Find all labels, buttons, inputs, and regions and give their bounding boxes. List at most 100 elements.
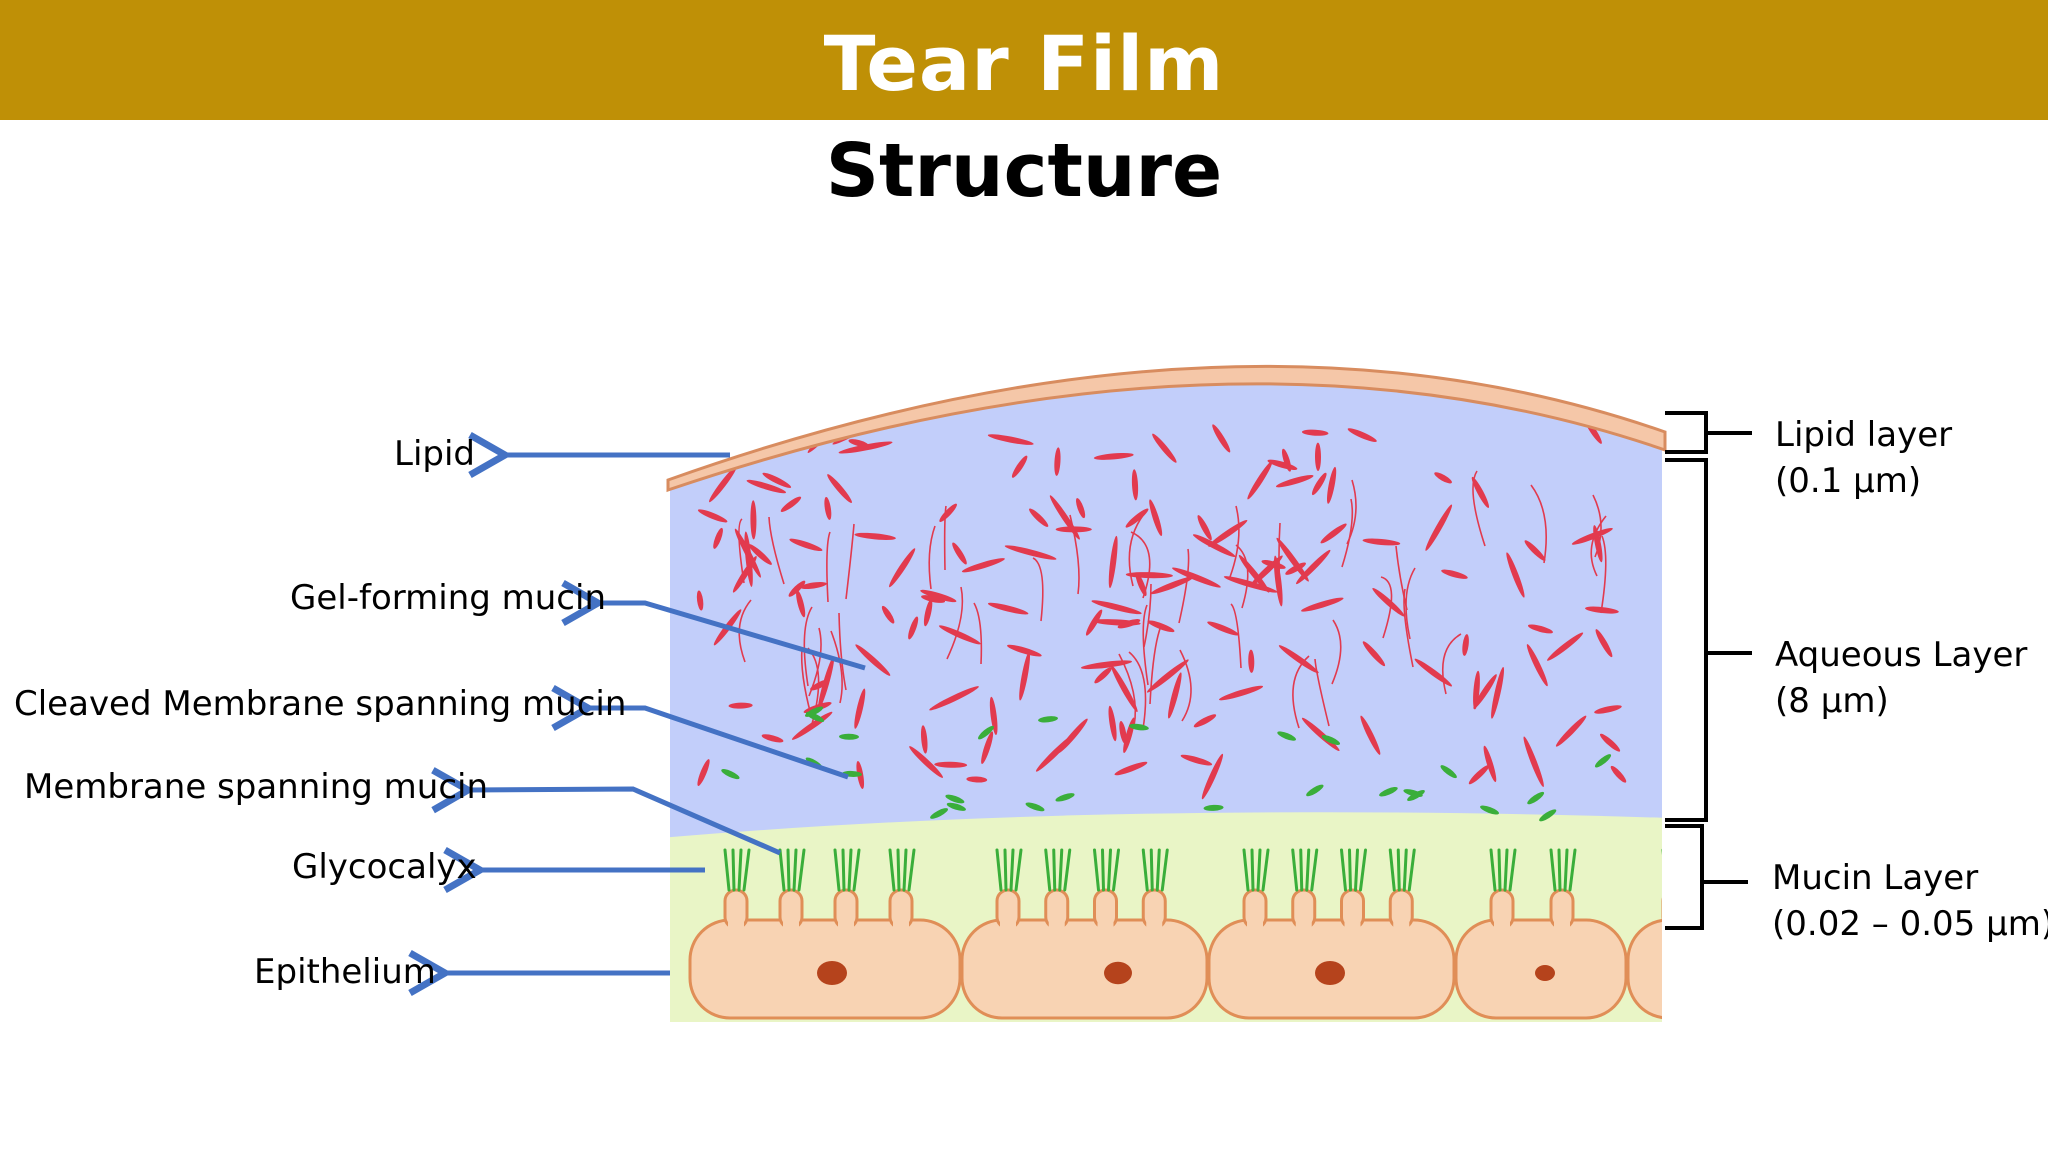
lipid-layer-thickness: (0.1 µm) (1775, 461, 1922, 501)
gel-mucin-fragment (800, 582, 827, 590)
epithelium-cells (688, 848, 1679, 1020)
glycocalyx-strand (902, 848, 908, 892)
gel-mucin-fragment (1273, 555, 1283, 607)
cleaved-mucin-fragment (1277, 731, 1297, 741)
gel-mucin-strand (1179, 649, 1192, 722)
gel-mucin-fragment (1301, 597, 1344, 612)
gel-mucin-fragment (1076, 498, 1086, 519)
gel-mucin-fragment (1135, 572, 1147, 597)
epithelial-cell (960, 918, 1209, 1020)
glycocalyx-strand (1044, 848, 1052, 892)
microvillus-joint (1295, 915, 1312, 931)
gel-mucin-strand (1403, 588, 1414, 668)
glycocalyx-strand (1155, 848, 1161, 892)
cell-nucleus (1535, 965, 1555, 981)
gel-mucin-fragment (713, 527, 723, 549)
microvillus-joint (1146, 915, 1163, 931)
gel-mucin-fragment (952, 542, 967, 565)
gel-mucin-fragment (1595, 629, 1613, 658)
label-cleaved-membrane-spanning-mucin: Cleaved Membrane spanning mucin (14, 684, 627, 724)
gel-mucin-strand (1590, 515, 1607, 577)
microvillus-joint (728, 915, 744, 931)
aqueous-layer-label: Aqueous Layer (8 µm) (1775, 632, 2027, 724)
gel-mucin-fragment (1523, 736, 1544, 787)
gel-mucin-fragment (1168, 672, 1182, 719)
aqueous-layer-name: Aqueous Layer (1775, 635, 2028, 675)
gel-mucin-fragment (1193, 714, 1217, 728)
gel-mucin-fragment (1301, 429, 1329, 436)
mucin-layer-label: Mucin Layer (0.02 – 0.05 µm) (1772, 855, 2048, 947)
glycocalyx-strand (1677, 850, 1679, 890)
gel-mucin-fragment (1172, 567, 1221, 588)
label-lipid: Lipid (394, 434, 475, 474)
gel-mucin-strand (845, 523, 855, 600)
cleaved-mucin-fragment (1203, 804, 1224, 811)
gel-mucin-fragment (1547, 632, 1584, 661)
microvillus-joint (1097, 915, 1114, 931)
gel-mucin-fragment (1275, 474, 1314, 488)
gel-mucin-fragment (1362, 538, 1401, 546)
cleaved-mucin-fragment (1321, 735, 1341, 745)
gel-mucin-fragment (966, 776, 988, 783)
pointer-arrows (408, 431, 866, 997)
label-glycocalyx: Glycocalyx (292, 847, 477, 887)
gel-mucin-strand (1149, 625, 1162, 705)
gel-mucin-fragment (1326, 466, 1337, 504)
gel-mucin-fragment (1080, 660, 1133, 670)
glycocalyx-strand (1291, 848, 1299, 892)
gel-mucin-strand (1069, 514, 1080, 595)
gel-mucin-fragment (1247, 461, 1273, 500)
gel-mucin-fragment (1483, 745, 1497, 783)
glycocalyx-strand (1149, 848, 1154, 892)
lipid-layer-name: Lipid layer (1775, 415, 1953, 455)
gel-mucin-strand (1235, 544, 1249, 609)
glycocalyx-strand (1396, 848, 1401, 892)
gel-mucin-fragment (697, 759, 710, 786)
glycocalyx-strand (737, 848, 743, 892)
gel-mucin-fragment (1473, 674, 1497, 709)
glycocalyx-strand (852, 848, 861, 892)
glycocalyx-strand (1305, 848, 1311, 892)
gel-mucin-fragment (838, 441, 893, 454)
gel-mucin-fragment (1007, 644, 1042, 657)
glycocalyx-strand (1250, 848, 1255, 892)
cleaved-mucin-fragment (1539, 809, 1557, 822)
glycocalyx-strand (1014, 848, 1023, 892)
gel-mucin-strand (1600, 535, 1607, 614)
gel-mucin-fragment (1208, 519, 1248, 547)
glycocalyx-strand (1101, 848, 1105, 892)
gel-mucin-fragment (848, 439, 869, 447)
glycocalyx-strand (792, 848, 798, 892)
gel-mucin-fragment (981, 731, 994, 765)
gel-mucin-fragment (1491, 667, 1505, 719)
gel-mucin-fragment (1091, 600, 1142, 615)
glycocalyx-strand (1563, 848, 1569, 892)
gel-mucin-fragment (1610, 765, 1627, 783)
label-gel-forming-mucin: Gel-forming mucin (290, 578, 606, 618)
gel-mucin-fragment (1201, 753, 1224, 800)
epithelial-cell (1626, 918, 1662, 1020)
gel-mucin-strand (1530, 484, 1547, 564)
gel-mucin-fragment (761, 734, 784, 743)
cleaved-mucin-fragment (1306, 784, 1324, 797)
gel-mucin-fragment (938, 625, 981, 645)
gel-mucin-fragment (1192, 534, 1236, 558)
gel-mucin-fragment (1555, 715, 1587, 747)
layer-brackets (1665, 411, 1752, 930)
gel-mucin-fragment (1094, 667, 1112, 684)
bracket-icon (1665, 458, 1752, 822)
gel-mucin-fragment (1180, 754, 1213, 766)
gel-mucin-strand (1380, 576, 1393, 639)
microvillus-joint (1000, 915, 1016, 931)
glycocalyx-strand (841, 848, 846, 892)
gel-mucin-fragment (854, 688, 866, 729)
cleaved-mucin-fragment (1128, 723, 1149, 731)
gel-mucin-fragment (1004, 545, 1057, 560)
gel-mucin-fragment (1125, 508, 1149, 528)
microvillus-joint (1247, 915, 1263, 931)
glycocalyx-strand (1242, 848, 1250, 892)
gel-mucin-fragment (1019, 652, 1031, 701)
microvillus-joint (893, 915, 909, 931)
cell-nucleus (1104, 961, 1132, 985)
gel-mucin-fragment (748, 544, 772, 565)
